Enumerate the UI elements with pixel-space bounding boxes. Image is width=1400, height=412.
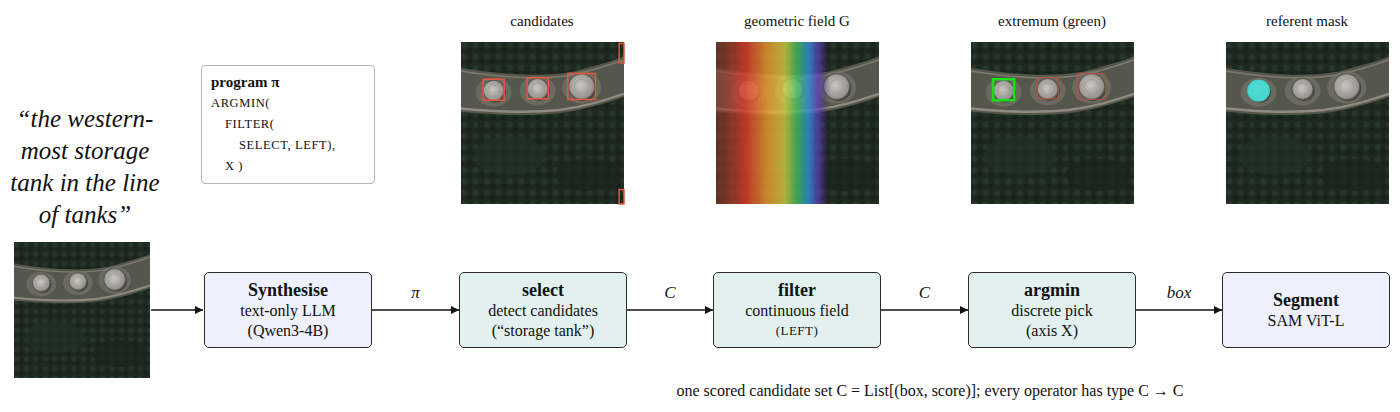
box-text: SELECT, LEFT), bbox=[211, 135, 365, 156]
edge-label: C bbox=[916, 283, 933, 303]
process-box: SegmentSAM ViT-L bbox=[1222, 272, 1390, 348]
process-box: argmindiscrete pick(axis X) bbox=[968, 272, 1136, 348]
box-text: continuous field bbox=[745, 301, 849, 321]
box-text: ARGMIN( bbox=[211, 93, 365, 114]
input-image bbox=[14, 242, 150, 378]
box-text: detect candidates bbox=[488, 301, 598, 321]
input-arrow bbox=[151, 309, 203, 310]
flow-arrow bbox=[881, 309, 968, 310]
candidates-image bbox=[461, 42, 624, 204]
process-box: filtercontinuous field(LEFT) bbox=[713, 272, 881, 348]
extremum-image bbox=[971, 42, 1134, 204]
extremum-boxes bbox=[993, 74, 1105, 101]
edge-label: box bbox=[1164, 283, 1195, 303]
box-title: Synthesise bbox=[248, 279, 328, 301]
box-text: (Qwen3-4B) bbox=[248, 321, 329, 341]
process-box: selectdetect candidates(“storage tank”) bbox=[459, 272, 627, 348]
box-title: Segment bbox=[1273, 289, 1339, 311]
field-image bbox=[716, 42, 879, 204]
panel-title: referent mask bbox=[1266, 12, 1348, 30]
box-title: argmin bbox=[1024, 279, 1080, 301]
mask-image bbox=[1226, 42, 1389, 204]
box-text: FILTER( bbox=[211, 114, 365, 135]
box-title: program π bbox=[211, 72, 365, 93]
panel-title: candidates bbox=[510, 12, 573, 30]
box-title: filter bbox=[778, 279, 816, 301]
geometric-field bbox=[716, 42, 879, 204]
referent-mask bbox=[1247, 80, 1270, 102]
box-text: SAM ViT-L bbox=[1268, 311, 1345, 331]
edge-label: π bbox=[408, 283, 423, 303]
panel-title: geometric field G bbox=[744, 12, 850, 30]
box-text: (“storage tank”) bbox=[492, 321, 595, 341]
flow-arrow bbox=[372, 309, 459, 310]
box-text: (LEFT) bbox=[776, 321, 819, 341]
caption-note: one scored candidate set C = List[(box, … bbox=[676, 381, 1183, 401]
box-text: (axis X) bbox=[1026, 321, 1078, 341]
box-title: select bbox=[522, 279, 564, 301]
box-text: discrete pick bbox=[1011, 301, 1092, 321]
process-box: Synthesisetext-only LLM(Qwen3-4B) bbox=[204, 272, 372, 348]
box-text: X ) bbox=[211, 156, 365, 177]
program-box: program πARGMIN(FILTER(SELECT, LEFT),X ) bbox=[201, 65, 375, 184]
panel-title: extremum (green) bbox=[998, 12, 1106, 30]
query-text: “the western-most storage tank in the li… bbox=[6, 103, 164, 231]
box-text: text-only LLM bbox=[240, 301, 336, 321]
flow-arrow bbox=[1136, 309, 1222, 310]
candidate-boxes bbox=[483, 44, 624, 204]
edge-label: C bbox=[661, 283, 678, 303]
flow-arrow bbox=[627, 309, 713, 310]
